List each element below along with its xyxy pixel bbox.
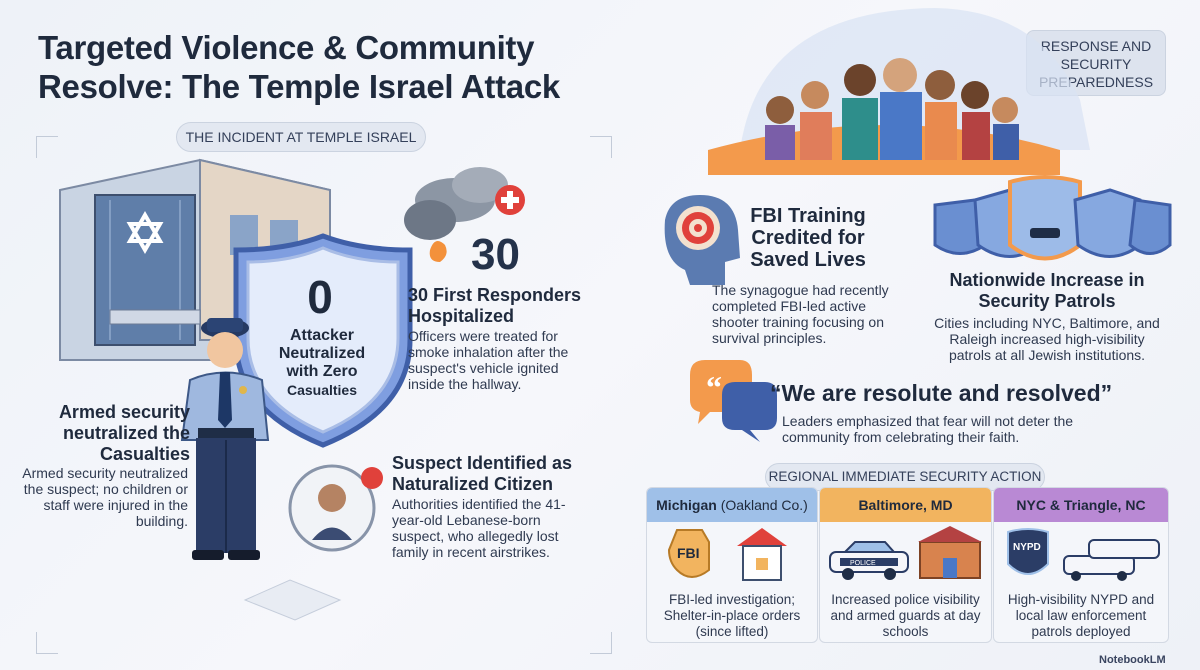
frame-corner: [590, 632, 612, 654]
fbi-training-description: The synagogue had recently completed FBI…: [712, 282, 889, 346]
credit-label: NotebookLM: [1099, 654, 1166, 666]
armed-security-description: Armed security neutralized the suspect; …: [22, 465, 188, 529]
quote-title: “We are resolute and resolved”: [770, 380, 1113, 406]
region-card-header: Michigan (Oakland Co.): [647, 488, 817, 522]
police-officer-icon: [180, 318, 270, 560]
responders-count: 30: [471, 230, 520, 279]
shield-icon: [233, 233, 413, 448]
frame-corner: [590, 136, 612, 158]
incident-section-label: THE INCIDENT AT TEMPLE ISRAEL: [176, 122, 426, 152]
suspect-description: Authorities identified the 41-year-old L…: [392, 496, 566, 560]
patrols-title: Nationwide Increase in Security Patrols: [949, 270, 1145, 311]
region-description: High-visibility NYPD and local law enfor…: [1007, 592, 1155, 639]
police-car-school-icon: POLICE: [829, 526, 982, 580]
quote-description: Leaders emphasized that fear will not de…: [782, 413, 1074, 445]
fbi-training-title: FBI Training Credited for Saved Lives: [750, 205, 866, 271]
smoke-cloud-icon: [404, 167, 525, 262]
fbi-badge-icon: FBI: [667, 528, 787, 581]
patrols-description: Cities including NYC, Baltimore, and Ral…: [934, 315, 1160, 363]
region-card-header: Baltimore, MD: [820, 488, 991, 522]
armed-security-title: Armed security neutralized the Casualtie…: [58, 402, 190, 464]
suspect-avatar: [288, 464, 383, 552]
frame-corner: [36, 632, 58, 654]
shield-label: Attacker Neutralized with Zero Casualtie…: [278, 327, 366, 398]
city-shields-icon: [933, 175, 1172, 261]
shield-sublabel: Casualties: [286, 382, 358, 398]
region-card-header: NYC & Triangle, NC: [994, 488, 1168, 522]
regional-section-label: REGIONAL IMMEDIATE SECURITY ACTION: [765, 463, 1045, 491]
fbi-badge-label: FBI: [677, 545, 700, 561]
police-label: POLICE: [850, 560, 876, 567]
region-description: FBI-led investigation; Shelter-in-place …: [663, 592, 801, 639]
community-dome-icon: [708, 8, 1090, 175]
region-description: Increased police visibility and armed gu…: [830, 592, 981, 639]
suspect-title: Suspect Identified as Naturalized Citize…: [392, 453, 573, 494]
svg-text:“: “: [706, 369, 722, 405]
quote-bubble-icon: “: [690, 360, 777, 442]
page-title: Targeted Violence & Community Resolve: T…: [38, 29, 560, 105]
region-card-michigan: Michigan (Oakland Co.) FBI FBI-led inves…: [646, 487, 818, 643]
shield-zero-number: 0: [307, 271, 333, 323]
responders-title: 30 First Responders Hospitalized: [408, 285, 582, 326]
nypd-patrol-icon: NYPD: [1007, 528, 1160, 581]
region-card-nyc: NYC & Triangle, NC NYPD High-visibility …: [993, 487, 1169, 643]
target-head-icon: [664, 195, 740, 285]
responders-description: Officers were treated for smoke inhalati…: [408, 328, 569, 392]
region-card-baltimore: Baltimore, MD POLICE Increased police vi…: [819, 487, 992, 643]
frame-corner: [36, 136, 58, 158]
nypd-label: NYPD: [1013, 542, 1041, 553]
